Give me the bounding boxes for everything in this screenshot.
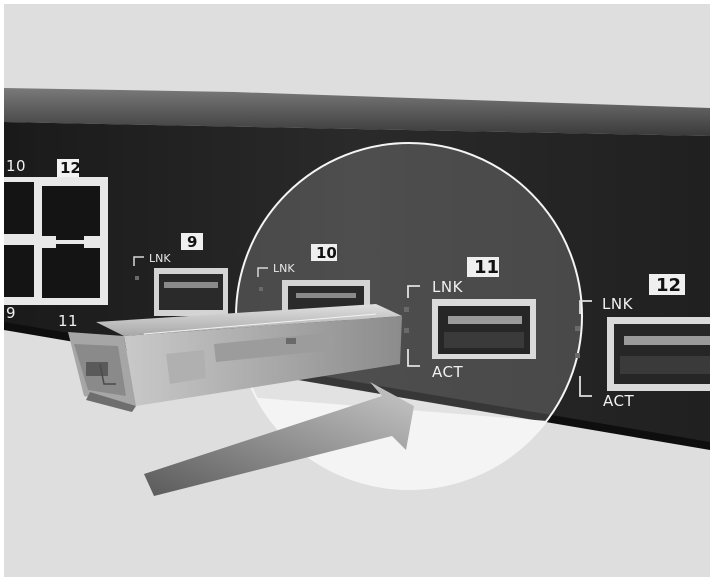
sfp-installation-photo: 10 12 9 11 9 LNK 10 LNK 11 LNK <box>4 4 710 577</box>
sfp-9-lnk-label: LNK <box>149 252 171 265</box>
sfp-11-lnk-led <box>404 307 409 312</box>
sfp-10-lnk-led <box>259 287 263 291</box>
sfp-transceiver-module[interactable] <box>68 304 402 412</box>
sfp-port-12: 12 LNK ACT <box>575 274 710 410</box>
sfp-10-lnk-label: LNK <box>273 262 295 275</box>
sfp-12-number: 12 <box>656 275 681 296</box>
zoom-highlight-circle <box>236 143 582 489</box>
photo-canvas: 10 12 9 11 9 LNK 10 LNK 11 LNK <box>4 4 710 577</box>
sfp-11-number: 11 <box>474 257 499 278</box>
rj45-port[interactable] <box>42 186 100 236</box>
rj45-label-bottom-left: 9 <box>6 304 16 322</box>
sfp-9-number: 9 <box>187 233 197 251</box>
rj45-label-top-right: 12 <box>60 159 81 177</box>
sfp-port-11: 11 LNK ACT <box>404 257 536 381</box>
switch-top-surface <box>4 88 710 136</box>
rj45-port[interactable] <box>42 248 100 298</box>
rj45-port-block <box>4 177 108 305</box>
insertion-arrow <box>144 382 414 496</box>
sfp-12-lnk-led <box>575 326 580 331</box>
sfp-10-number: 10 <box>316 244 337 262</box>
sfp-9-lnk-led <box>135 276 139 280</box>
sfp-11-lnk-label: LNK <box>432 278 464 296</box>
rj45-label-bottom-right: 11 <box>58 312 78 330</box>
sfp-11-act-led <box>404 328 409 333</box>
sfp-11-act-label: ACT <box>432 363 463 381</box>
sfp-port-9: 9 LNK <box>133 233 228 316</box>
sfp-12-act-led <box>575 353 580 358</box>
rj45-port[interactable] <box>4 245 34 297</box>
sfp-12-act-label: ACT <box>603 392 634 410</box>
rj45-label-top-left: 10 <box>6 157 26 175</box>
rj45-port[interactable] <box>4 182 34 234</box>
rj45-label-top-right-box <box>57 159 79 177</box>
sfp-12-lnk-label: LNK <box>602 295 634 313</box>
